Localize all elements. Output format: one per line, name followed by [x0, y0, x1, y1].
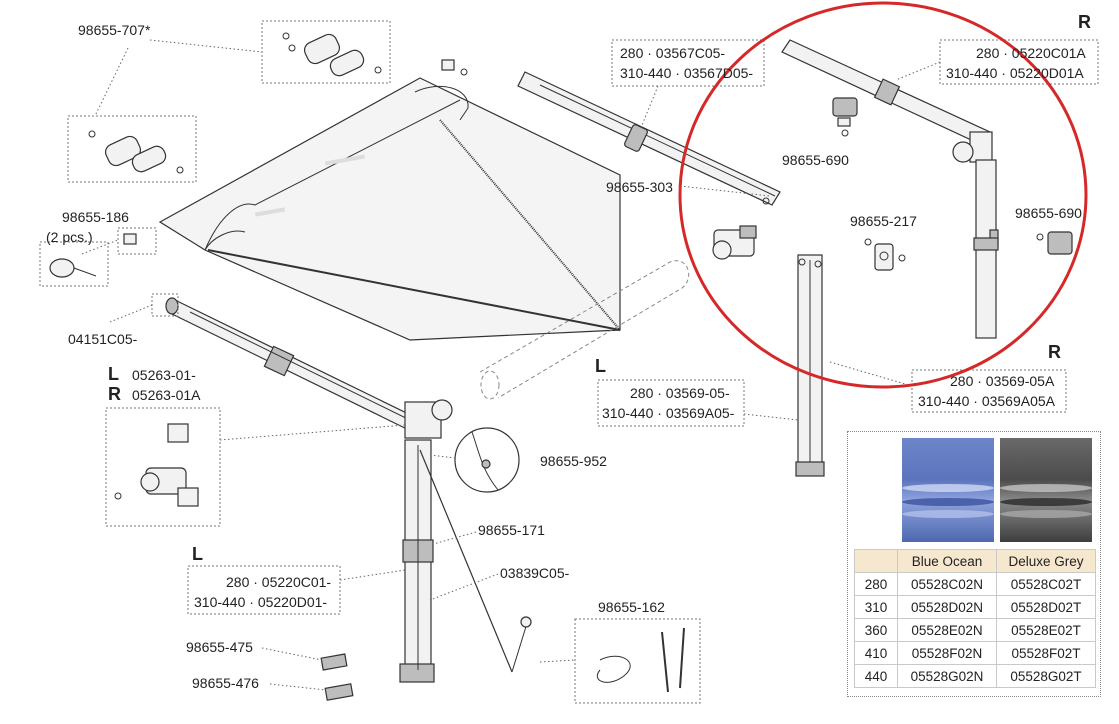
label-r-top: R	[1078, 12, 1091, 32]
size-cell: 440	[854, 664, 898, 688]
label-r-mid: R	[1048, 342, 1061, 362]
col-header-blue-ocean: Blue Ocean	[897, 549, 997, 573]
label-05263-r: 05263-01A	[132, 387, 201, 403]
bracket-98655-690-right	[1036, 231, 1073, 255]
table-row: 310 05528D02N 05528D02T	[854, 595, 1096, 619]
size-cell: 410	[854, 641, 898, 665]
swatch-blue-ocean	[902, 438, 994, 542]
table-row: 440 05528G02N 05528G02T	[854, 664, 1096, 688]
label-98655-186: 98655-186	[62, 209, 129, 225]
label-03839c05: 03839C05-	[500, 565, 570, 581]
label-98655-303: 98655-303	[606, 179, 673, 195]
screws-top	[441, 59, 468, 76]
label-r-box: R	[108, 384, 121, 404]
label-05220-l-280: 280 · 05220C01-	[226, 574, 331, 590]
size-cell: 360	[854, 618, 898, 642]
label-98655-476: 98655-476	[192, 675, 259, 691]
label-98655-690-right: 98655-690	[1015, 205, 1082, 221]
label-03569-r-280: 280 · 03569-05A	[950, 373, 1055, 389]
label-98655-475: 98655-475	[186, 639, 253, 655]
label-l-mid: L	[595, 356, 606, 376]
code-cell-grey: 05528F02T	[996, 641, 1096, 665]
swatch-deluxe-grey	[1000, 438, 1092, 542]
code-cell-grey: 05528E02T	[996, 618, 1096, 642]
label-03567-280: 280 · 03567C05-	[620, 45, 725, 61]
code-cell-grey: 05528D02T	[996, 595, 1096, 619]
table-corner	[854, 549, 898, 573]
code-cell-grey: 05528G02T	[996, 664, 1096, 688]
end-cap-right	[712, 225, 757, 260]
label-98655-217: 98655-217	[850, 213, 917, 229]
bracket-98655-217	[864, 238, 906, 271]
clip-98655-475	[261, 647, 348, 671]
table-row: 360 05528E02N 05528E02T	[854, 618, 1096, 642]
clamp-set-98655-707	[67, 20, 391, 183]
fabric-code-table: Blue Ocean Deluxe Grey 280 05528C02N 055…	[854, 549, 1096, 688]
clip-98655-476	[269, 683, 354, 701]
label-l-box: L	[108, 364, 119, 384]
awning-canvas	[158, 77, 621, 341]
code-cell-blue: 05528E02N	[897, 618, 997, 642]
table-row: 280 05528C02N 05528C02T	[854, 572, 1096, 596]
tie-down-kit-98655-162	[539, 618, 701, 704]
bracket-98655-690-top	[832, 97, 858, 137]
detail-98655-952	[429, 427, 520, 493]
label-05220-r-280: 280 · 05220C01A	[976, 45, 1086, 61]
size-cell: 310	[854, 595, 898, 619]
table-row: 410 05528F02N 05528F02T	[854, 641, 1096, 665]
left-arm	[399, 399, 453, 683]
col-header-deluxe-grey: Deluxe Grey	[996, 549, 1096, 573]
code-cell-grey: 05528C02T	[996, 572, 1096, 596]
label-98655-162: 98655-162	[598, 599, 665, 615]
label-05220-l-310: 310-440 · 05220D01-	[194, 594, 327, 610]
label-2pcs: (2 pcs.)	[46, 229, 93, 245]
end-plug-04151	[109, 293, 179, 323]
label-98655-171: 98655-171	[478, 522, 545, 538]
right-arm	[781, 39, 999, 339]
ghost-roller-tube	[479, 260, 690, 400]
size-cell: 280	[854, 572, 898, 596]
label-l-bottom: L	[192, 544, 203, 564]
code-cell-blue: 05528D02N	[897, 595, 997, 619]
label-98655-690-top: 98655-690	[782, 152, 849, 168]
front-bar-left	[165, 297, 426, 435]
label-98655-707: 98655-707*	[78, 22, 151, 38]
label-03567-310: 310-440 · 03567D05-	[620, 65, 753, 81]
label-03569-r-310: 310-440 · 03569A05A	[918, 393, 1056, 409]
highlight-circle	[678, 1, 1088, 389]
tension-rod-03839	[419, 449, 532, 673]
label-03569-310: 310-440 · 03569A05-	[602, 405, 735, 421]
code-cell-blue: 05528G02N	[897, 664, 997, 688]
code-cell-blue: 05528C02N	[897, 572, 997, 596]
code-cell-blue: 05528F02N	[897, 641, 997, 665]
label-05220-r-310: 310-440 · 05220D01A	[946, 65, 1084, 81]
label-98655-952: 98655-952	[540, 453, 607, 469]
front-bar-center	[517, 71, 781, 206]
bracket-box-05263	[105, 407, 406, 527]
label-04151c05: 04151C05-	[68, 331, 138, 347]
fabric-color-table: Blue Ocean Deluxe Grey 280 05528C02N 055…	[847, 431, 1101, 697]
pins-98655-186	[39, 227, 157, 287]
label-03569-280: 280 · 03569-05-	[630, 385, 730, 401]
label-05263-l: 05263-01-	[132, 367, 196, 383]
support-leg-center	[795, 254, 825, 477]
